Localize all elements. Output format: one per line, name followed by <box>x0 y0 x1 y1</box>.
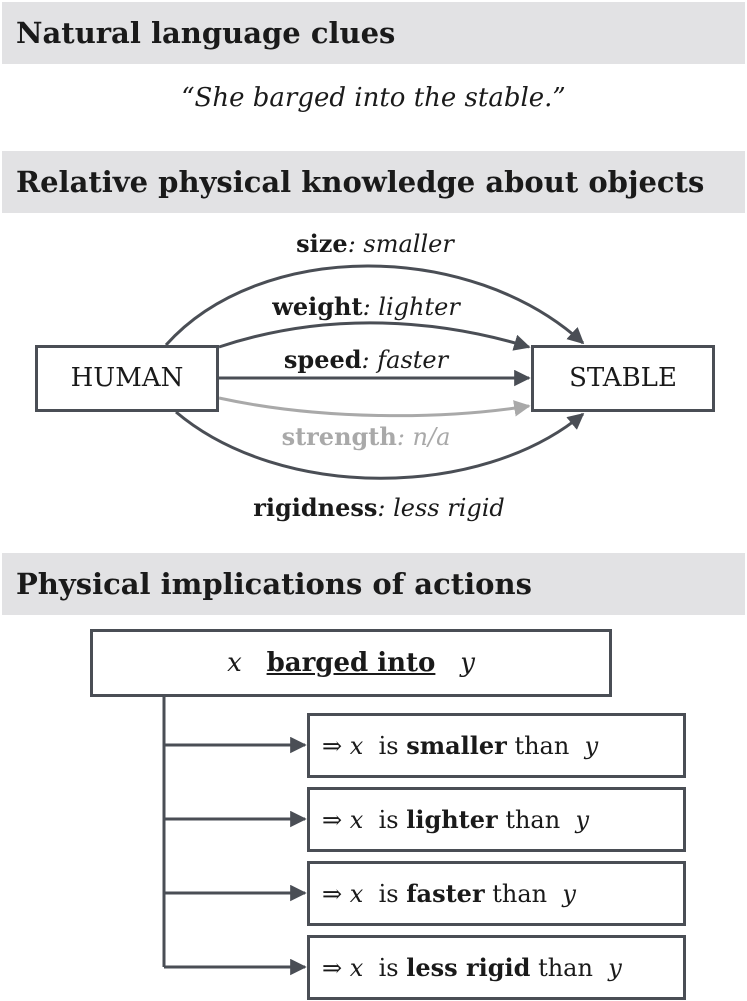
label-strength: strength: n/a <box>282 422 451 451</box>
example-sentence: “She barged into the stable.” <box>181 83 566 113</box>
impl-is: is <box>378 880 399 908</box>
action-var-x: x <box>227 648 242 678</box>
impl-comparative: smaller <box>406 731 507 760</box>
edge-rigidness <box>175 410 585 480</box>
section-header-knowledge: Relative physical knowledge about object… <box>2 151 745 213</box>
label-size: size: smaller <box>296 229 455 258</box>
implication-box-4: ⇒ x is less rigid than y <box>307 935 686 1000</box>
impl-var-x: x <box>349 732 364 760</box>
impl-var-y: y <box>575 806 590 834</box>
impl-var-y: y <box>608 954 622 982</box>
impl-comparative: less rigid <box>406 953 531 982</box>
impl-than: than <box>538 954 593 982</box>
label-weight: weight: lighter <box>271 292 461 321</box>
implies-icon: ⇒ <box>322 806 343 834</box>
impl-is: is <box>378 806 399 834</box>
implies-icon: ⇒ <box>322 732 343 760</box>
impl-is: is <box>378 732 399 760</box>
impl-var-y: y <box>584 732 599 760</box>
label-rigidness: rigidness: less rigid <box>253 493 505 522</box>
action-box: x barged into y <box>90 629 612 697</box>
implication-box-1: ⇒ x is smaller than y <box>307 713 686 778</box>
edge-weight <box>218 321 531 351</box>
edge-strength <box>218 396 531 418</box>
impl-var-x: x <box>349 954 364 982</box>
impl-than: than <box>505 806 561 834</box>
impl-var-y: y <box>562 880 576 908</box>
impl-comparative: lighter <box>406 805 498 834</box>
edge-size <box>164 264 585 347</box>
node-human: HUMAN <box>35 345 219 412</box>
section-header-implications: Physical implications of actions <box>2 553 745 615</box>
impl-var-x: x <box>349 806 364 834</box>
implies-icon: ⇒ <box>322 880 343 908</box>
section-header-clues: Natural language clues <box>2 2 745 64</box>
impl-var-x: x <box>349 880 364 908</box>
implies-icon: ⇒ <box>322 954 343 982</box>
action-verb: barged into <box>266 648 436 678</box>
implication-box-3: ⇒ x is faster than y <box>307 861 686 926</box>
action-var-y: y <box>460 648 475 678</box>
node-stable: STABLE <box>531 345 715 412</box>
implication-box-2: ⇒ x is lighter than y <box>307 787 686 852</box>
impl-than: than <box>514 732 570 760</box>
label-speed: speed: faster <box>284 345 450 374</box>
impl-is: is <box>378 954 399 982</box>
impl-than: than <box>492 880 548 908</box>
impl-comparative: faster <box>406 879 485 908</box>
